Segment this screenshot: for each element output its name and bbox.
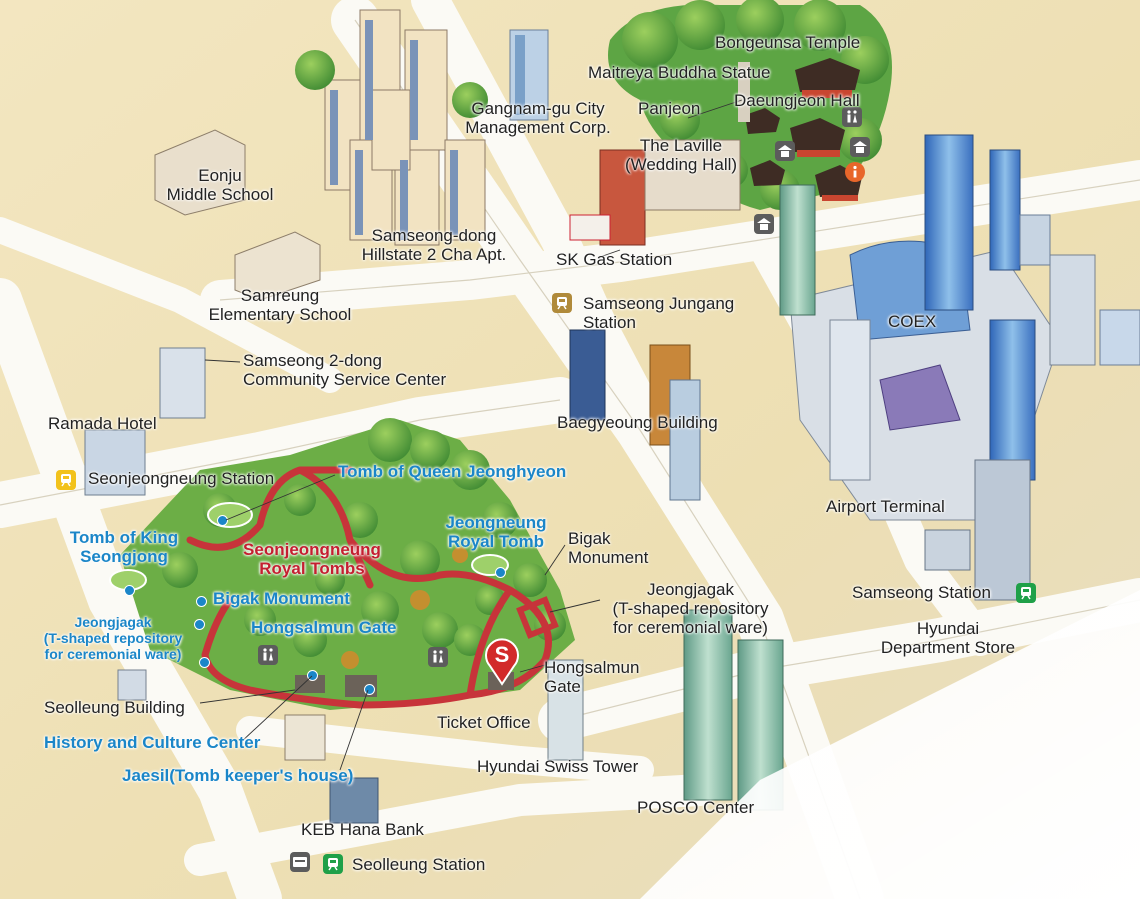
label-daeungjeon-hall: Daeungjeon Hall	[734, 91, 860, 110]
label-seonjeongneung-station: Seonjeongneung Station	[88, 469, 275, 488]
label-hongsalmun-gate-left: Hongsalmun Gate	[251, 618, 397, 637]
hillstate-apartments	[295, 9, 488, 246]
poi-dot	[194, 619, 205, 630]
label-hongsalmun-gate-right: Hongsalmun Gate	[544, 658, 640, 696]
label-keb-hana-bank: KEB Hana Bank	[301, 820, 424, 839]
restroom-icon[interactable]	[258, 645, 278, 665]
label-jeongneung-royal-tomb: Jeongneung Royal Tomb	[445, 513, 547, 551]
poi-dot	[217, 515, 228, 526]
label-ticket-office: Ticket Office	[437, 713, 531, 732]
label-panjeon: Panjeon	[638, 99, 701, 118]
label-hyundai-swiss-tower: Hyundai Swiss Tower	[477, 757, 639, 776]
label-bigak-monument-right: Bigak Monument	[568, 529, 649, 567]
label-sk-gas-station: SK Gas Station	[556, 250, 673, 269]
poi-dot	[364, 684, 375, 695]
label-posco-center: POSCO Center	[637, 798, 755, 817]
start-pin-icon	[485, 638, 519, 686]
poi-dot	[199, 657, 210, 668]
label-hillstate-apartment: Samseong-dong Hillstate 2 Cha Apt.	[361, 226, 507, 264]
subway-icon[interactable]	[56, 470, 76, 490]
shelter-icon[interactable]	[850, 137, 870, 157]
label-the-laville: The Laville (Wedding Hall)	[624, 136, 738, 174]
shelter-icon[interactable]	[775, 141, 795, 161]
atm-icon[interactable]	[290, 852, 310, 872]
label-jaesil: Jaesil(Tomb keeper's house)	[122, 766, 354, 785]
label-tomb-king-seongjong: Tomb of King Seongjong	[69, 528, 179, 566]
label-samseong-station: Samseong Station	[852, 583, 991, 602]
start-marker-letter: S	[494, 642, 510, 667]
start-marker[interactable]: S	[482, 636, 522, 686]
label-baegyeoung-building: Baegyeoung Building	[557, 413, 718, 432]
label-seonjeongneung-royal-tombs: Seonjeongneung Royal Tombs	[243, 540, 381, 578]
restroom-icon[interactable]	[842, 107, 862, 127]
info-icon[interactable]	[845, 162, 865, 182]
samreung-school-building	[234, 231, 321, 301]
label-seolleung-building: Seolleung Building	[44, 698, 185, 717]
subway-icon[interactable]	[1016, 583, 1036, 603]
label-maitreya-buddha-statue: Maitreya Buddha Statue	[588, 63, 771, 82]
restroom-icon[interactable]	[428, 647, 448, 667]
label-seolleung-station: Seolleung Station	[352, 855, 486, 874]
label-tomb-queen-jeonghyeon: Tomb of Queen Jeonghyeon	[338, 462, 567, 481]
shelter-icon[interactable]	[754, 214, 774, 234]
label-jeongjagak-right: Jeongjagak (T-shaped repository for cere…	[612, 580, 769, 637]
label-airport-terminal: Airport Terminal	[826, 497, 945, 516]
label-coex: COEX	[888, 312, 937, 331]
label-bigak-monument-left: Bigak Monument	[213, 589, 350, 608]
subway-icon[interactable]	[552, 293, 572, 313]
eonju-school-building	[154, 129, 246, 216]
label-jeongjagak-left: Jeongjagak (T-shaped repository for cere…	[43, 614, 183, 662]
coex-complex	[779, 134, 1140, 521]
label-bongeunsa-temple: Bongeunsa Temple	[715, 33, 861, 52]
label-eonju-middle-school: Eonju Middle School	[166, 166, 274, 204]
walking-path	[186, 466, 552, 709]
poi-dot	[307, 670, 318, 681]
label-history-culture-center: History and Culture Center	[44, 733, 261, 752]
label-gangnam-management: Gangnam-gu City Management Corp.	[465, 99, 611, 137]
poi-dot	[495, 567, 506, 578]
subway-icon[interactable]	[323, 854, 343, 874]
poi-dot	[124, 585, 135, 596]
poi-dot	[196, 596, 207, 607]
label-samseong-jungang-station: Samseong Jungang Station	[583, 294, 735, 332]
bongeunsa-forest	[608, 0, 892, 210]
label-samreung-elementary: Samreung Elementary School	[208, 286, 352, 324]
label-hyundai-department-store: Hyundai Department Store	[880, 619, 1016, 657]
label-community-service-center: Samseong 2-dong Community Service Center	[243, 351, 447, 389]
label-ramada-hotel: Ramada Hotel	[48, 414, 157, 433]
